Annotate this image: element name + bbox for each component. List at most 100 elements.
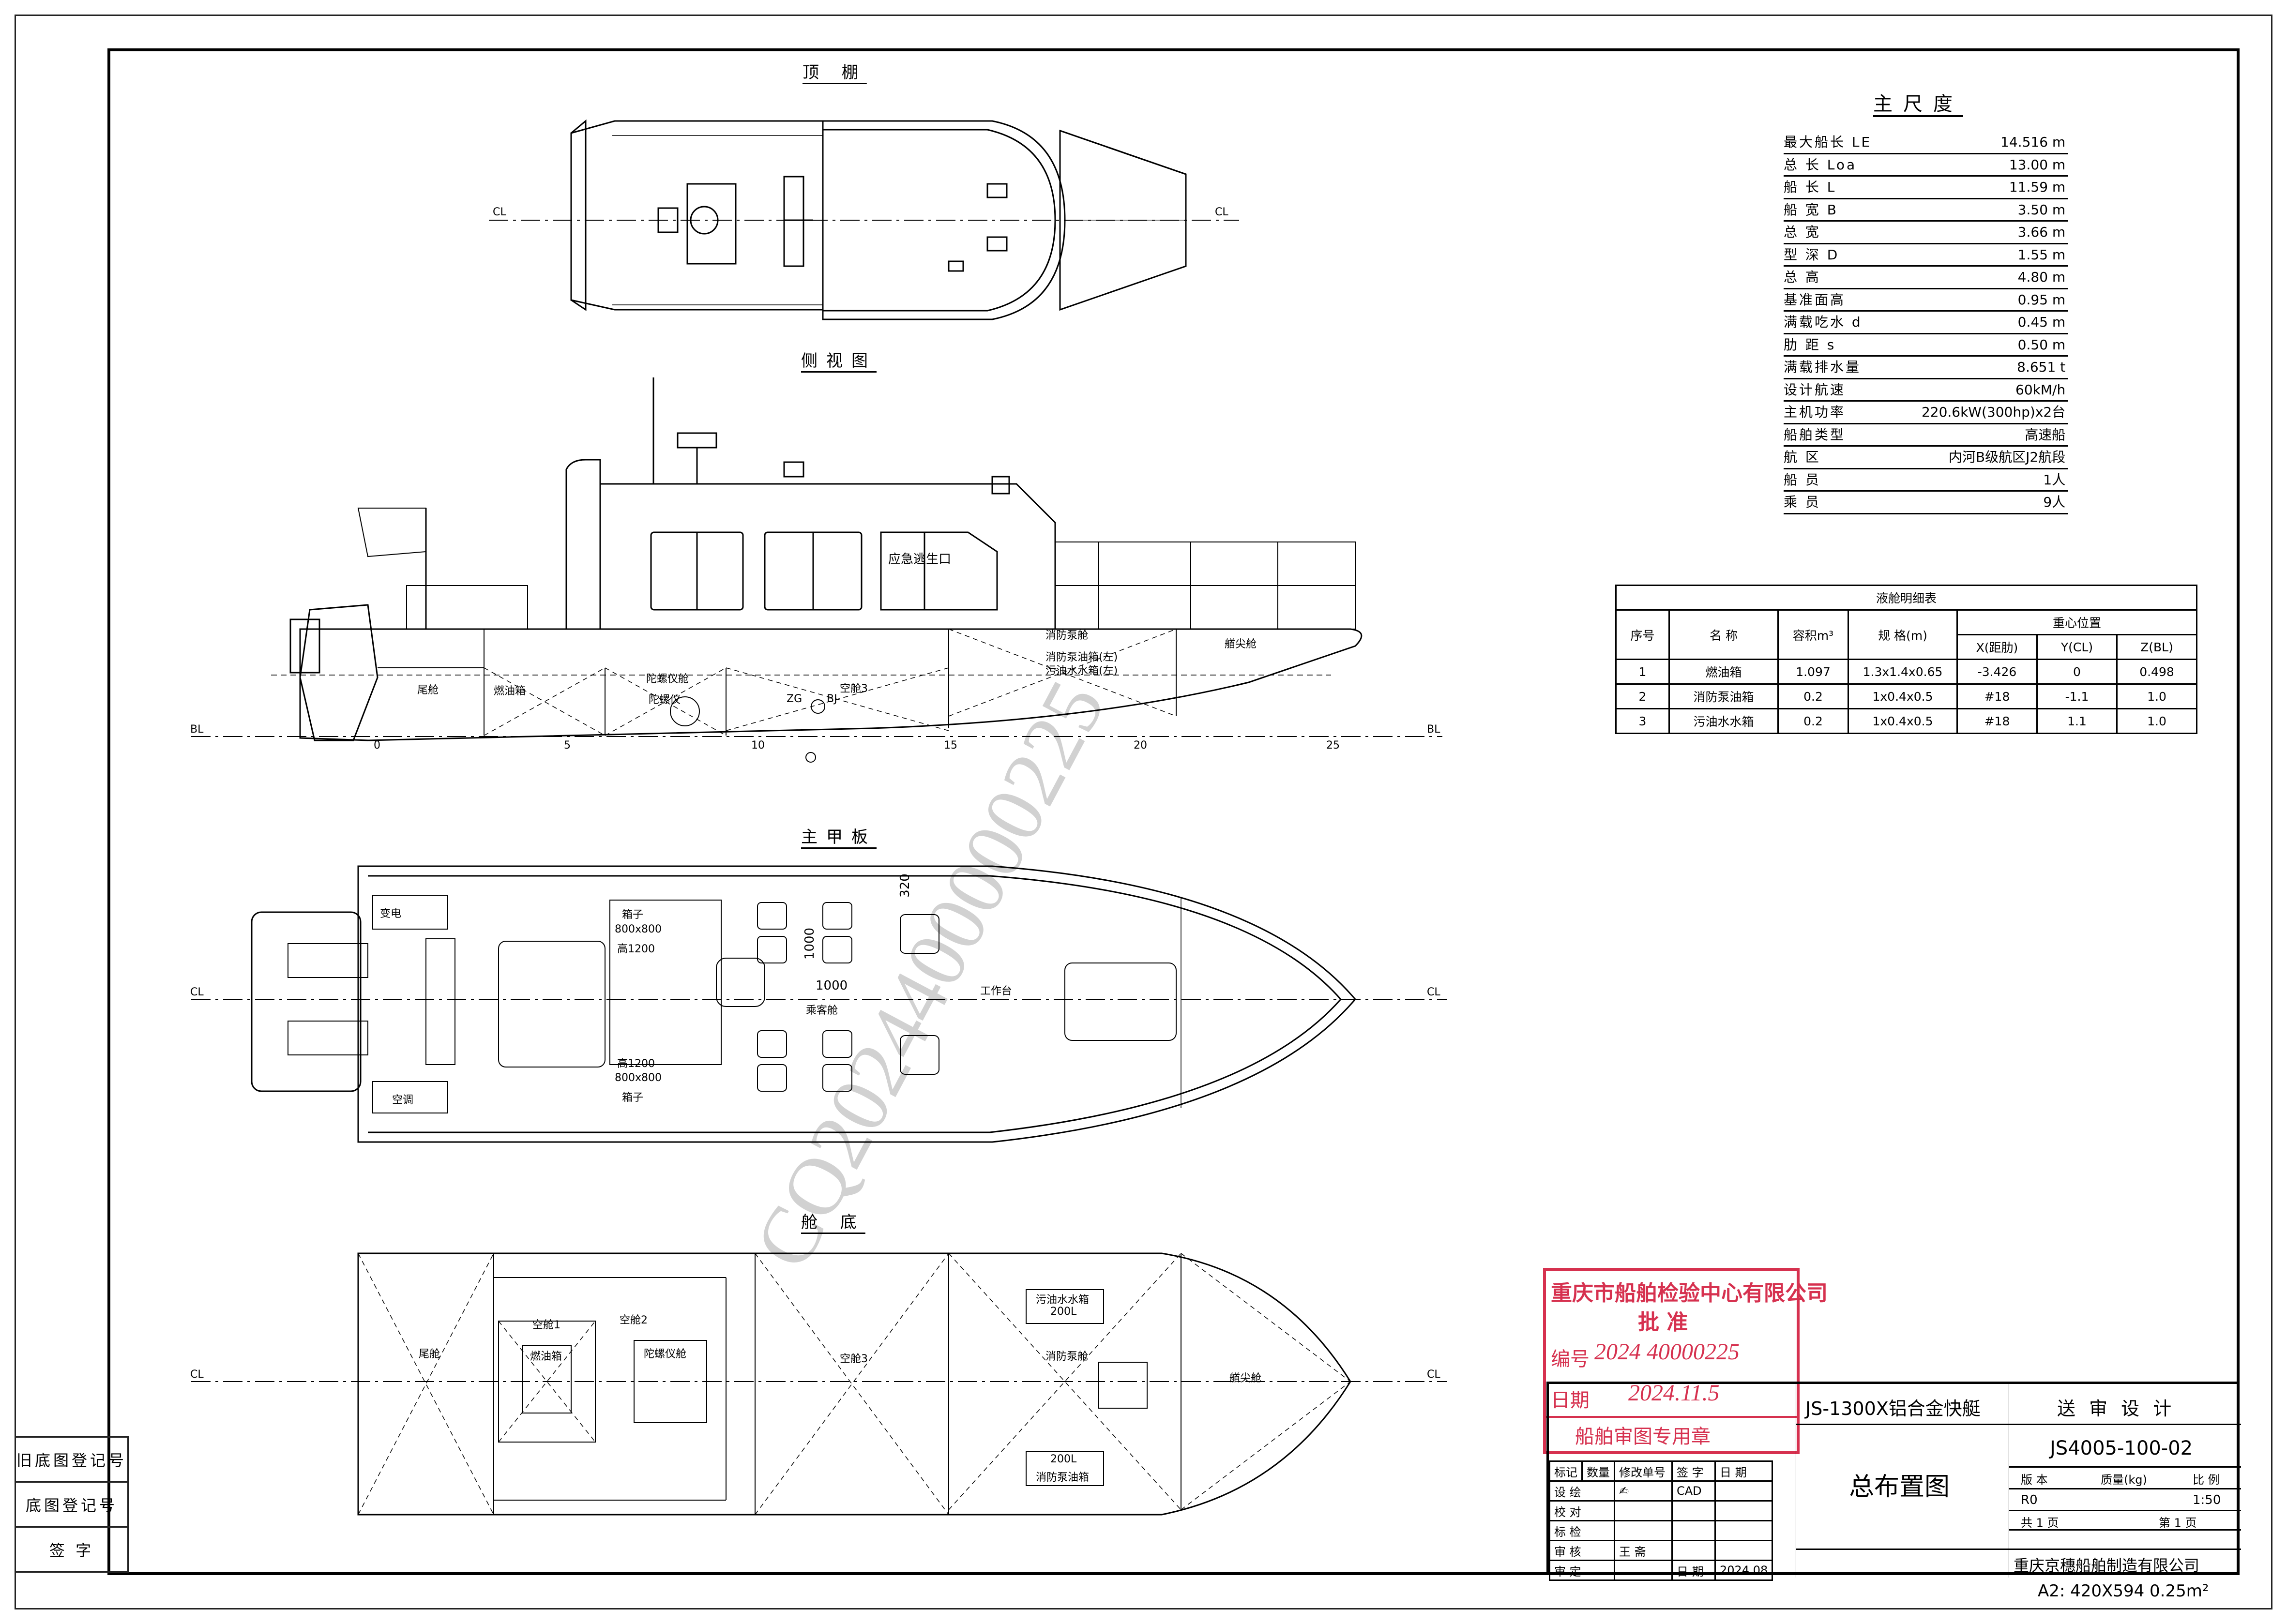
dim-key: 设计航速 [1784, 378, 1872, 402]
signature-table: 标记 数量 修改单号 签 字 日 期 设 绘✍CAD 校 对 标 检 审 核王 … [1549, 1460, 1773, 1581]
empty-cabin-3-label: 空舱3 [840, 683, 868, 695]
sewage-tank-label: 污油水水箱 [1036, 1294, 1090, 1306]
table-cell: -3.426 [1956, 659, 2038, 685]
sub-header: Y(CL) [2036, 634, 2118, 660]
dim-key: 最大船长 LE [1784, 132, 1872, 154]
frame-number: 0 [374, 739, 380, 752]
dim-key: 总 高 [1784, 266, 1872, 289]
box-a-label: 箱子 [622, 909, 644, 921]
table-cell: 1.3x1.4x0.65 [1848, 659, 1958, 685]
outer-frame [15, 15, 2272, 1609]
stern-cabin-label: 尾舱 [417, 684, 439, 696]
stamp-number: 2024 40000225 [1594, 1339, 1740, 1365]
gyro-cabin-label: 陀螺仪舱 [644, 1348, 687, 1360]
cl-label: CL [493, 206, 506, 218]
table-cell: 1.0 [2116, 683, 2197, 709]
title-block: JS-1300X铝合金快艇 送 审 设 计 总布置图 JS4005-100-02… [1546, 1382, 2241, 1578]
dim-key: 船 长 L [1784, 176, 1872, 199]
col-mark: 标记 [1549, 1460, 1583, 1482]
stamp-org: 重庆市船舶检验中心有限公司 [1551, 1281, 1828, 1306]
dim-key: 型 深 D [1784, 243, 1872, 267]
signature-label: 签 字 [14, 1526, 129, 1573]
dim-value: 14.516 m [1872, 132, 2069, 154]
bottom-view [191, 1252, 1447, 1516]
date-value: 2024.08 [1714, 1560, 1773, 1581]
zg-label: ZG [787, 693, 803, 705]
dim-value: 60kM/h [1872, 378, 2069, 402]
registration-block: 旧底图登记号 底图登记号 签 字 [14, 1436, 129, 1573]
drawing-name: 总布置图 [1849, 1473, 1950, 1502]
empty-cabin-1-label: 空舱1 [532, 1319, 560, 1331]
reviewer: 王 斋 [1614, 1540, 1673, 1561]
side-view-title: 侧视图 [801, 351, 877, 371]
dim-320: 320 [897, 873, 912, 898]
bl-label: BL [1427, 723, 1440, 736]
tank-table-title: 液舱明细表 [1615, 585, 2197, 611]
col-header: 序号 [1615, 609, 1670, 660]
fire-pump-fuel-label: 消防泵油箱(左) [1045, 651, 1118, 663]
table-cell: 1x0.4x0.5 [1848, 683, 1958, 709]
role: 设 绘 [1549, 1480, 1615, 1502]
sewage-tank-label: 污油水水箱(左) [1045, 665, 1118, 677]
dim-key: 主机功率 [1784, 401, 1872, 424]
aircon-label: 空调 [392, 1094, 414, 1106]
frame-number: 25 [1326, 739, 1340, 752]
stern-cabin-label: 尾舱 [419, 1348, 440, 1360]
sub-header: X(距肋) [1956, 634, 2038, 660]
sub-header: Z(BL) [2116, 634, 2197, 660]
dim-key: 总 长 Loa [1784, 153, 1872, 177]
frame-number: 5 [564, 739, 571, 752]
battery-label: 变电 [380, 908, 402, 920]
passenger-cabin-label: 乘客舱 [806, 1005, 838, 1017]
design-stage: 送 审 设 计 [2057, 1398, 2176, 1419]
table-cell: 1 [1615, 659, 1670, 685]
emergency-exit-label: 应急逃生口 [888, 552, 952, 567]
approval-stamp: 重庆市船舶检验中心有限公司 批 准 编号 2024 40000225 日期 20… [1543, 1268, 1828, 1454]
page-number: 第 1 页 [2159, 1516, 2197, 1530]
dim-key: 总 宽 [1784, 221, 1872, 244]
frame-number: 20 [1134, 739, 1147, 752]
fuel-tank-label: 燃油箱 [530, 1351, 562, 1363]
main-deck-view-title: 主甲板 [801, 827, 877, 847]
dim-key: 肋 距 s [1784, 333, 1872, 357]
col-header: 规 格(m) [1848, 609, 1958, 660]
dim-value: 3.66 m [1872, 221, 2069, 244]
table-cell: 消防泵油箱 [1668, 683, 1779, 709]
cl-label: CL [1427, 1368, 1440, 1381]
box-b-label: 箱子 [622, 1092, 644, 1104]
box-a-dims: 800x800 [615, 923, 662, 935]
dim-key: 船 宽 B [1784, 198, 1872, 222]
dim-value: 1人 [1872, 468, 2069, 492]
dim-value: 0.95 m [1872, 288, 2069, 312]
col-change: 修改单号 [1614, 1460, 1673, 1482]
dim-value: 8.651 t [1872, 356, 2069, 379]
dim-key: 航 区 [1784, 446, 1872, 469]
role: 审 核 [1549, 1540, 1615, 1561]
dim-value: 内河B级航区J2航段 [1872, 446, 2069, 469]
table-cell: 污油水水箱 [1668, 708, 1779, 734]
company-name: 重庆京穗船舶制造有限公司 [2014, 1556, 2200, 1575]
col-header: 容积m³ [1777, 609, 1849, 660]
dim-value: 1.55 m [1872, 243, 2069, 267]
workbench-label: 工作台 [980, 985, 1013, 997]
table-cell: 0.2 [1777, 708, 1849, 734]
designer-signature: ✍ [1614, 1480, 1673, 1502]
old-drawing-reg: 旧底图登记号 [14, 1436, 129, 1483]
cl-label: CL [190, 986, 204, 998]
dim-value: 高速船 [1872, 423, 2069, 447]
dim-value: 220.6kW(300hp)x2台 [1872, 401, 2069, 424]
dim-1000-h: 1000 [816, 978, 848, 993]
gyro-cabin-label: 陀螺仪舱 [646, 673, 689, 685]
fire-pump-cabin-label: 消防泵舱 [1045, 1351, 1089, 1363]
dim-key: 满载吃水 d [1784, 311, 1872, 334]
stamp-date: 2024.11.5 [1628, 1380, 1720, 1406]
main-deck-view [191, 865, 1447, 1143]
